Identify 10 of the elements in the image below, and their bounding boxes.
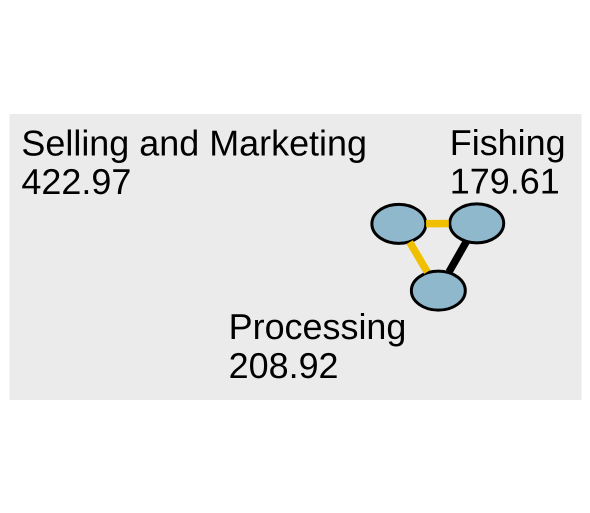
node-circle <box>448 202 505 244</box>
node-circle <box>370 202 427 244</box>
node-label: Selling and Marketing <box>20 122 366 163</box>
connector <box>406 240 430 274</box>
connector <box>426 219 448 227</box>
node-label: 208.92 <box>228 344 338 386</box>
node-label: Processing <box>228 305 406 346</box>
node-label: Fishing <box>449 121 566 162</box>
connector <box>445 239 469 274</box>
node-circle <box>409 269 466 312</box>
